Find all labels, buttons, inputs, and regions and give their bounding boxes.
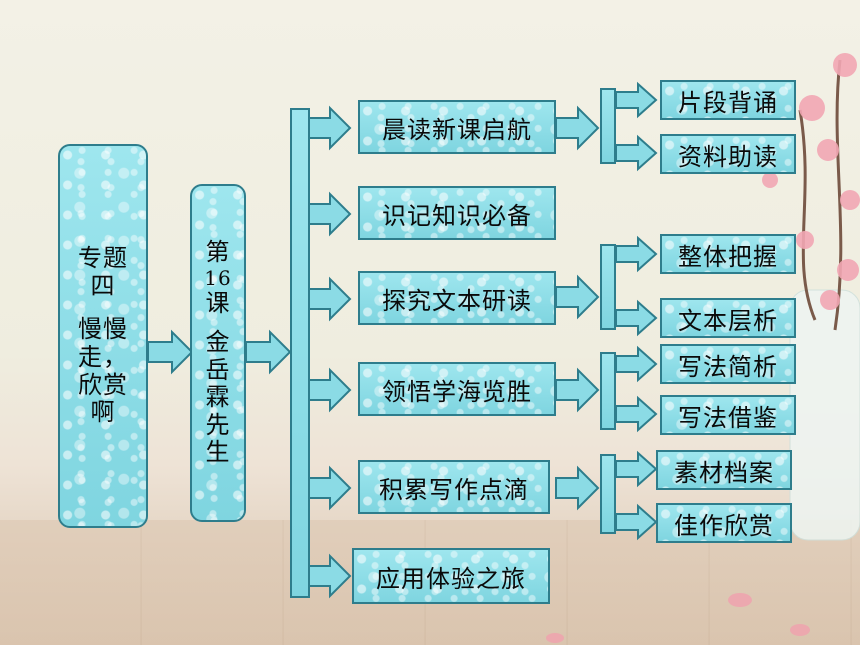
section-label: 探究文本研读 [382, 286, 532, 315]
sub-box: 整体把握 [660, 234, 796, 274]
topic-line: 专题 [78, 244, 128, 273]
topic-line: 啊 [90, 398, 116, 427]
sub-bracket [600, 454, 616, 534]
section-label: 晨读新课启航 [382, 115, 532, 144]
lesson-line: 金 [205, 328, 231, 357]
section-label: 积累写作点滴 [379, 475, 529, 504]
section-box: 积累写作点滴 [358, 460, 550, 514]
section-label: 领悟学海览胜 [382, 377, 532, 406]
sub-label: 素材档案 [674, 458, 774, 487]
section-box: 领悟学海览胜 [358, 362, 556, 416]
section-box: 晨读新课启航 [358, 100, 556, 154]
sub-label: 资料助读 [678, 142, 778, 171]
topic-line: 四 [90, 271, 116, 300]
sub-bracket [600, 352, 616, 430]
sub-label: 佳作欣赏 [674, 511, 774, 540]
lesson-line: 霖 [205, 383, 231, 412]
sub-box: 片段背诵 [660, 80, 796, 120]
lesson-line: 16 [204, 265, 232, 290]
main-bracket [290, 108, 310, 598]
sub-box: 写法简析 [660, 344, 796, 384]
sub-bracket [600, 244, 616, 330]
sub-box: 资料助读 [660, 134, 796, 174]
sub-label: 整体把握 [678, 242, 778, 271]
topic-line: 欣赏 [78, 370, 128, 399]
section-box: 探究文本研读 [358, 271, 556, 325]
sub-box: 佳作欣赏 [656, 503, 792, 543]
sub-box: 素材档案 [656, 450, 792, 490]
sub-box: 写法借鉴 [660, 395, 796, 435]
section-label: 识记知识必备 [382, 201, 532, 230]
lesson-line: 课 [205, 288, 231, 317]
sub-label: 写法简析 [678, 352, 778, 381]
lesson-line: 第 [205, 237, 231, 266]
section-box: 识记知识必备 [358, 186, 556, 240]
lesson-line: 生 [205, 438, 231, 467]
sub-label: 片段背诵 [678, 88, 778, 117]
sub-box: 文本层析 [660, 298, 796, 338]
section-label: 应用体验之旅 [376, 564, 526, 593]
sub-label: 写法借鉴 [678, 403, 778, 432]
sub-bracket [600, 88, 616, 164]
section-box: 应用体验之旅 [352, 548, 550, 604]
lesson-box: 第 16 课 金 岳 霖 先 生 [190, 184, 246, 522]
topic-line: 走， [78, 343, 128, 371]
topic-box: 专题 四 慢慢 走， 欣赏 啊 [58, 144, 148, 528]
topic-line: 慢慢 [78, 315, 128, 344]
lesson-line: 先 [205, 410, 231, 439]
lesson-line: 岳 [205, 355, 231, 384]
sub-label: 文本层析 [678, 306, 778, 335]
